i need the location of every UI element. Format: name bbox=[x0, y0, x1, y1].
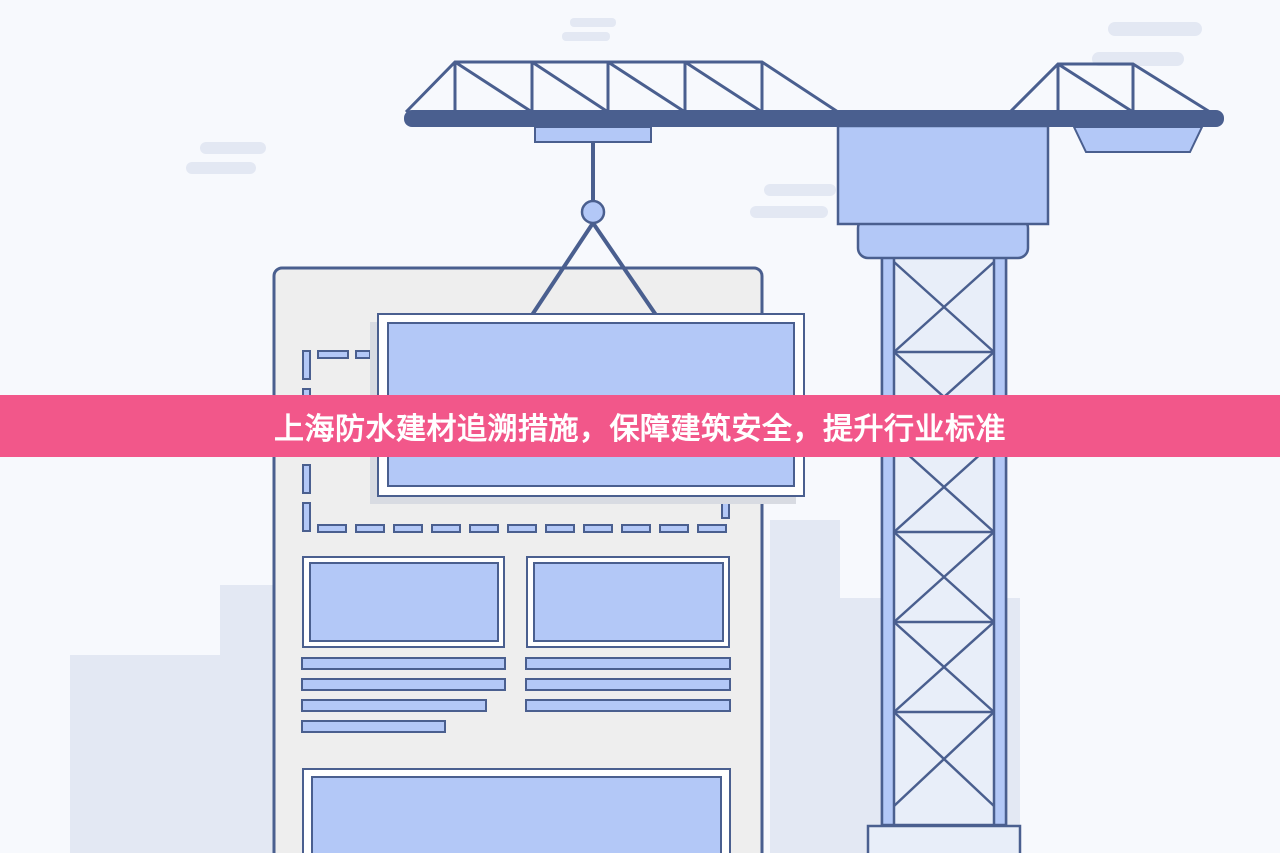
trolley bbox=[534, 126, 652, 143]
crane-hook bbox=[530, 142, 658, 317]
title-banner: 上海防水建材追溯措施，保障建筑安全，提升行业标准 bbox=[0, 395, 1280, 457]
crane-jib bbox=[404, 60, 1211, 114]
banner-title: 上海防水建材追溯措施，保障建筑安全，提升行业标准 bbox=[274, 412, 1006, 447]
counterweight bbox=[1072, 126, 1204, 153]
crane-boom bbox=[404, 110, 1224, 127]
